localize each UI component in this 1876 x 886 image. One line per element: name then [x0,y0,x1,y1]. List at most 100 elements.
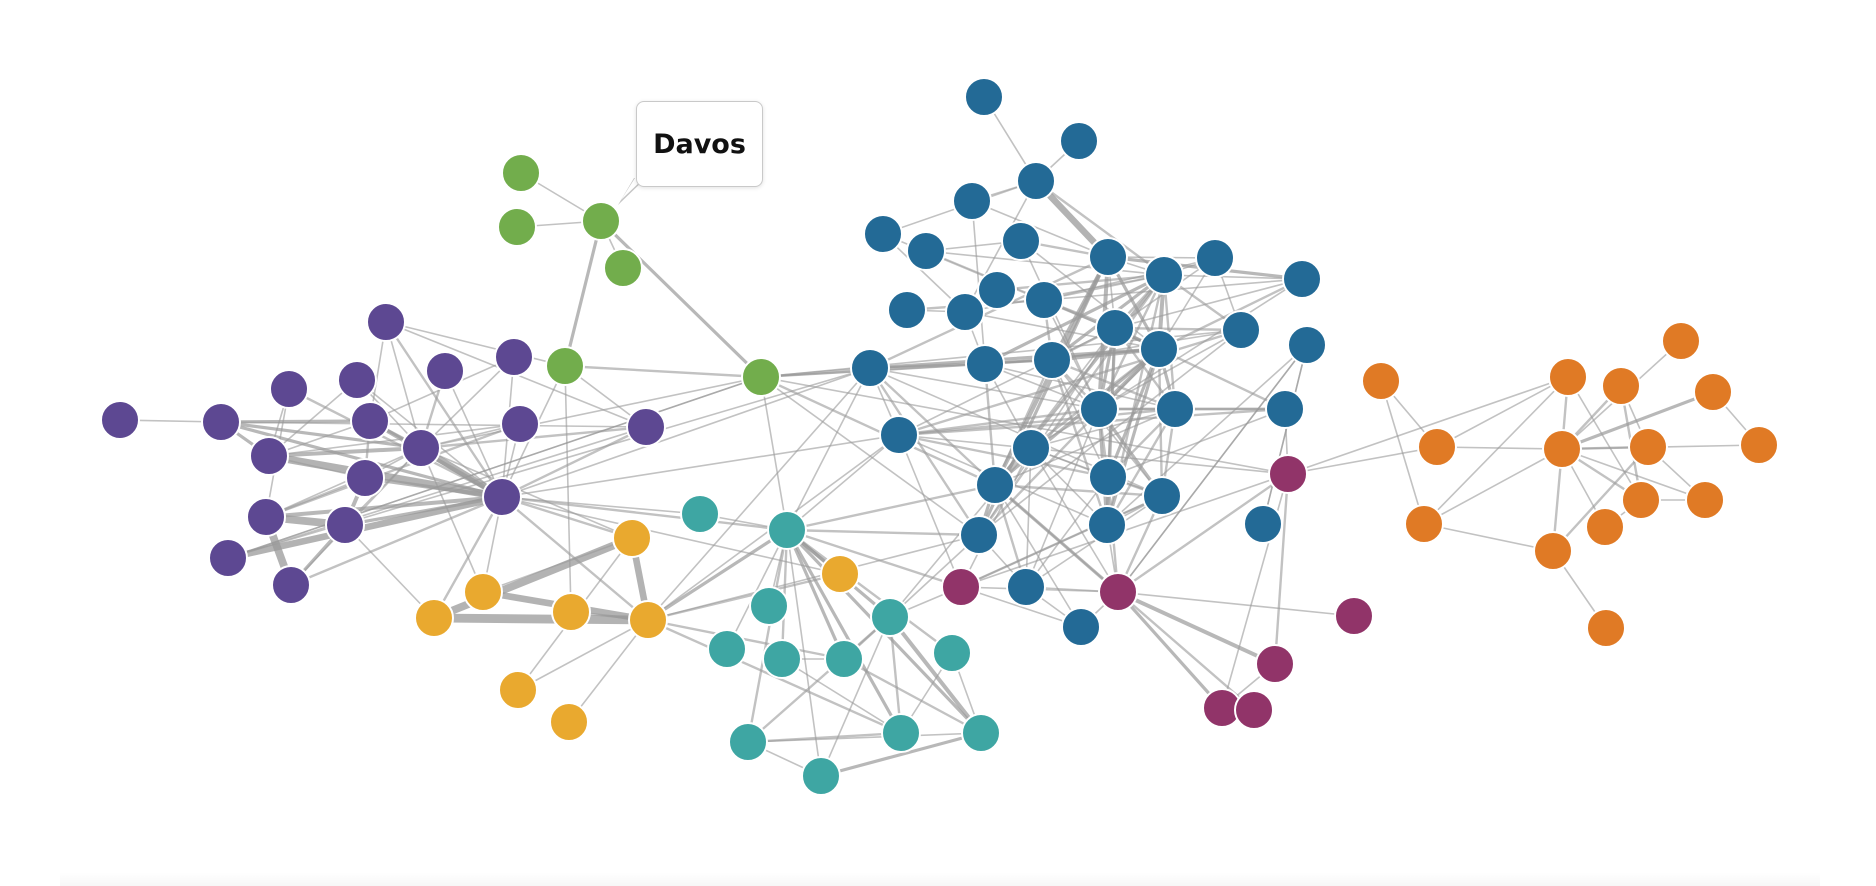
node-purple[interactable] [345,458,385,498]
node-magenta[interactable] [1268,454,1308,494]
node-orange[interactable] [1533,531,1573,571]
node-blue[interactable] [887,290,927,330]
node-blue[interactable] [1006,567,1046,607]
node-teal[interactable] [707,629,747,669]
node-blue[interactable] [1032,340,1072,380]
node-blue[interactable] [952,181,992,221]
node-blue[interactable] [863,214,903,254]
node-purple[interactable] [401,428,441,468]
node-orange[interactable] [1417,427,1457,467]
node-teal[interactable] [762,639,802,679]
node-yellow[interactable] [549,702,589,742]
node-yellow[interactable] [628,600,668,640]
node-purple[interactable] [208,538,248,578]
node-yellow[interactable] [414,598,454,638]
node-teal[interactable] [801,756,841,796]
node-teal[interactable] [680,494,720,534]
node-green-davos[interactable] [581,201,621,241]
node-purple[interactable] [271,565,311,605]
node-blue[interactable] [975,465,1015,505]
node-purple[interactable] [100,400,140,440]
node-purple[interactable] [350,401,390,441]
node-orange[interactable] [1404,504,1444,544]
node-blue[interactable] [1282,259,1322,299]
node-teal[interactable] [728,722,768,762]
node-orange[interactable] [1542,429,1582,469]
node-purple[interactable] [500,404,540,444]
node-blue[interactable] [1024,280,1064,320]
node-green[interactable] [603,248,643,288]
node-orange[interactable] [1361,361,1401,401]
node-magenta[interactable] [1334,596,1374,636]
node-teal[interactable] [749,586,789,626]
node-blue[interactable] [1001,221,1041,261]
node-orange[interactable] [1601,366,1641,406]
node-purple[interactable] [494,337,534,377]
node-blue[interactable] [964,77,1004,117]
node-purple[interactable] [246,497,286,537]
node-blue[interactable] [1016,161,1056,201]
node-orange[interactable] [1628,427,1668,467]
node-purple[interactable] [269,369,309,409]
node-orange[interactable] [1685,480,1725,520]
node-green[interactable] [501,153,541,193]
node-magenta[interactable] [941,567,981,607]
node-blue[interactable] [1195,238,1235,278]
node-blue[interactable] [1088,237,1128,277]
node-blue[interactable] [850,348,890,388]
node-purple[interactable] [325,505,365,545]
node-blue[interactable] [1011,428,1051,468]
node-blue[interactable] [945,292,985,332]
node-magenta[interactable] [1234,690,1274,730]
node-orange[interactable] [1693,372,1733,412]
node-purple[interactable] [201,402,241,442]
node-teal[interactable] [932,633,972,673]
node-orange[interactable] [1739,425,1779,465]
node-purple[interactable] [366,302,406,342]
node-yellow[interactable] [612,518,652,558]
node-blue[interactable] [1221,310,1261,350]
node-blue[interactable] [1061,607,1101,647]
node-orange[interactable] [1586,608,1626,648]
node-purple[interactable] [425,351,465,391]
node-purple[interactable] [249,436,289,476]
node-teal[interactable] [870,597,910,637]
node-yellow[interactable] [463,572,503,612]
node-teal[interactable] [824,639,864,679]
node-blue[interactable] [977,270,1017,310]
node-orange[interactable] [1548,357,1588,397]
node-green[interactable] [497,207,537,247]
node-blue[interactable] [965,344,1005,384]
node-blue[interactable] [1059,121,1099,161]
node-orange[interactable] [1661,321,1701,361]
node-blue[interactable] [959,515,999,555]
node-blue[interactable] [1265,389,1305,429]
node-green[interactable] [741,357,781,397]
node-yellow[interactable] [498,670,538,710]
node-blue[interactable] [1243,504,1283,544]
node-magenta[interactable] [1098,572,1138,612]
node-teal[interactable] [961,713,1001,753]
node-purple[interactable] [482,477,522,517]
node-blue[interactable] [1095,308,1135,348]
node-blue[interactable] [1139,329,1179,369]
node-blue[interactable] [1087,505,1127,545]
node-teal[interactable] [881,713,921,753]
node-orange[interactable] [1621,480,1661,520]
node-magenta[interactable] [1255,644,1295,684]
node-blue[interactable] [906,231,946,271]
node-orange[interactable] [1585,507,1625,547]
node-blue[interactable] [1079,389,1119,429]
node-teal[interactable] [767,510,807,550]
node-blue[interactable] [1155,389,1195,429]
node-blue[interactable] [1142,476,1182,516]
node-yellow[interactable] [820,554,860,594]
node-blue[interactable] [879,415,919,455]
node-blue[interactable] [1287,325,1327,365]
node-green[interactable] [545,346,585,386]
node-blue[interactable] [1144,255,1184,295]
node-purple[interactable] [337,360,377,400]
node-blue[interactable] [1088,457,1128,497]
node-yellow[interactable] [551,592,591,632]
node-purple[interactable] [626,407,666,447]
